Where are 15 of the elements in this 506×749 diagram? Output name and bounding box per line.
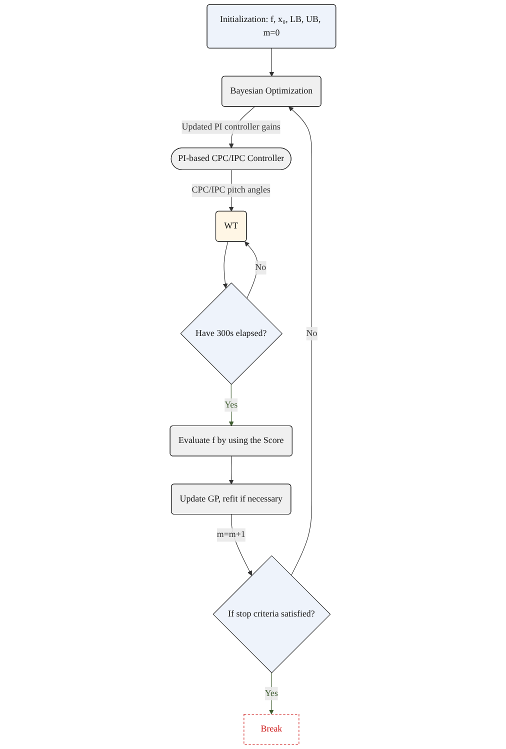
edge-label: Updated PI controller gains — [182, 122, 281, 132]
edge-label: CPC/IPC pitch angles — [192, 185, 270, 195]
node-diamond: Have 300s elapsed? — [180, 282, 283, 385]
edge-label: Yes — [264, 688, 278, 698]
arrow — [228, 456, 234, 485]
arrow — [244, 241, 258, 299]
node-diamond: If stop criteria satisfied? — [212, 555, 331, 674]
arrow — [222, 241, 228, 288]
arrow — [269, 48, 274, 77]
edge-label: Yes — [224, 400, 238, 410]
edge-label: m=m+1 — [216, 530, 246, 540]
node-box: Break — [244, 714, 300, 745]
arrow — [288, 106, 312, 576]
edge-label: No — [255, 262, 266, 272]
edge-label: No — [306, 328, 318, 338]
